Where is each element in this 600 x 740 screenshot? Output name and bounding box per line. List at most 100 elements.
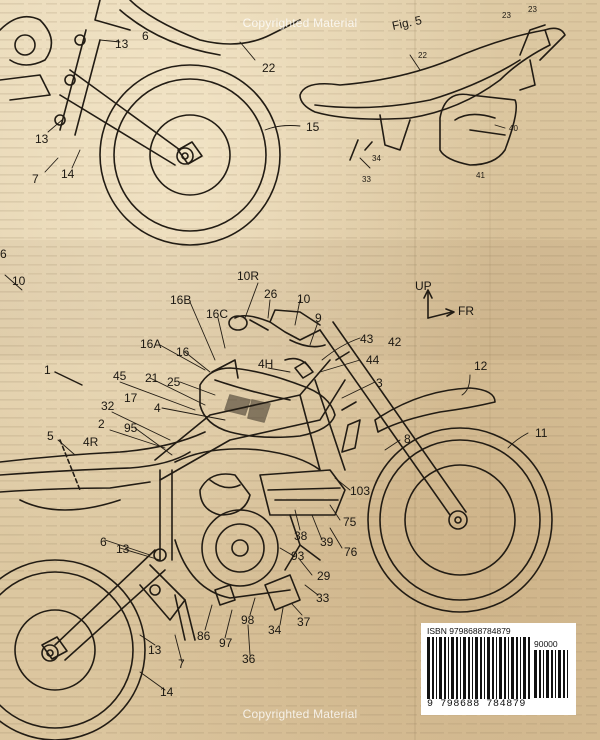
watermark-bottom: Copyrighted Material — [242, 707, 358, 721]
part-label: 40 — [509, 124, 518, 133]
part-label: 16 — [176, 345, 190, 359]
part-label: 10 — [297, 292, 311, 306]
part-label: 26 — [264, 287, 278, 301]
barcode-bar — [558, 650, 561, 698]
part-label: 42 — [388, 335, 402, 349]
direction-up-label: UP — [415, 279, 432, 293]
part-label: 7 — [32, 172, 39, 186]
barcode-bar — [528, 637, 530, 699]
barcode-bar — [555, 650, 556, 698]
barcode-bar — [432, 637, 434, 699]
leader-lines — [4, 17, 529, 691]
seat-assembly — [299, 24, 566, 166]
part-label: 13 — [115, 37, 129, 51]
barcode-bar — [551, 650, 553, 698]
part-label: 32 — [101, 399, 115, 413]
part-label: 8 — [404, 432, 411, 446]
front-fender — [374, 387, 496, 433]
barcode-bar — [523, 637, 526, 699]
part-label: 16A — [140, 337, 161, 351]
part-label: 33 — [316, 591, 330, 605]
price-code: 90000 — [534, 639, 558, 649]
part-label: 6 — [0, 247, 7, 261]
isbn-label: ISBN 9798688784879 — [427, 626, 511, 636]
part-label: 13 — [116, 542, 130, 556]
part-label: 23 — [528, 5, 537, 14]
barcode-bar — [534, 650, 537, 698]
barcode-bar — [539, 650, 541, 698]
part-label: 13 — [35, 132, 49, 146]
part-label: 12 — [474, 359, 488, 373]
part-label: 3 — [376, 376, 383, 390]
barcode-bar — [516, 637, 518, 699]
barcode-bar — [492, 637, 494, 699]
barcode-bar — [468, 637, 470, 699]
barcode-bar — [484, 637, 485, 699]
part-label: 75 — [343, 515, 357, 529]
engine — [199, 469, 346, 611]
front-fork — [319, 321, 467, 516]
part-label: 95 — [124, 421, 138, 435]
barcode-bar — [504, 637, 506, 699]
part-label: 29 — [317, 569, 331, 583]
part-label: 23 — [502, 11, 511, 20]
top-frame — [0, 0, 301, 101]
figure-caption: Fig. 5 — [391, 13, 424, 33]
barcode-bar — [563, 650, 565, 698]
part-label: 21 — [145, 371, 159, 385]
watermark-top: Copyrighted Material — [242, 16, 358, 30]
part-label: 37 — [297, 615, 311, 629]
part-label: 14 — [160, 685, 174, 699]
part-label: 97 — [219, 636, 233, 650]
part-label: 22 — [418, 51, 427, 60]
part-label: 17 — [124, 391, 138, 405]
part-label: 11 — [535, 426, 548, 440]
part-label: 86 — [197, 629, 211, 643]
barcode-bar — [436, 637, 437, 699]
direction-forward-label: FR — [458, 304, 474, 318]
part-label: 103 — [350, 484, 370, 498]
barcode-bar — [508, 637, 509, 699]
seat-and-rear-body — [0, 431, 206, 511]
main-frame — [154, 359, 346, 599]
part-label: 14 — [61, 167, 75, 181]
part-label: 10R — [237, 269, 259, 283]
part-label: 39 — [320, 535, 334, 549]
part-label: 6 — [142, 29, 149, 43]
part-label: 7 — [178, 657, 185, 671]
barcode-bar — [543, 650, 544, 698]
barcode-bar — [456, 637, 458, 699]
part-label: 34 — [372, 154, 381, 163]
part-label: 76 — [344, 545, 358, 559]
part-label: 5 — [47, 429, 54, 443]
part-label: 41 — [476, 171, 485, 180]
top-rear-wheel — [99, 64, 281, 246]
part-label: 16C — [206, 307, 228, 321]
swingarm — [54, 548, 196, 661]
part-label: 98 — [241, 613, 255, 627]
barcode-bars — [427, 637, 530, 699]
rear-wheel — [0, 559, 146, 740]
barcode-bar — [499, 637, 502, 699]
part-label: 2 — [98, 417, 105, 431]
barcode-bar — [460, 637, 461, 699]
part-label: 33 — [362, 175, 371, 184]
price-barcode-bars — [534, 650, 568, 698]
isbn-barcode: ISBN 9798688784879 90000 9 798688 784879 — [421, 623, 576, 715]
part-label: 4 — [154, 401, 161, 415]
part-label: 38 — [294, 529, 308, 543]
barcode-bar — [487, 637, 490, 699]
handlebar — [228, 309, 326, 379]
barcode-bar — [463, 637, 466, 699]
barcode-bar — [475, 637, 478, 699]
part-label: 93 — [291, 549, 305, 563]
barcode-bar — [511, 637, 514, 699]
part-label: 1 — [44, 363, 51, 377]
part-label: 44 — [366, 353, 380, 367]
front-wheel — [367, 427, 553, 613]
barcode-bar — [427, 637, 430, 699]
barcode-digits: 9 798688 784879 — [427, 699, 527, 710]
barcode-bar — [480, 637, 482, 699]
barcode-bar — [448, 637, 449, 699]
